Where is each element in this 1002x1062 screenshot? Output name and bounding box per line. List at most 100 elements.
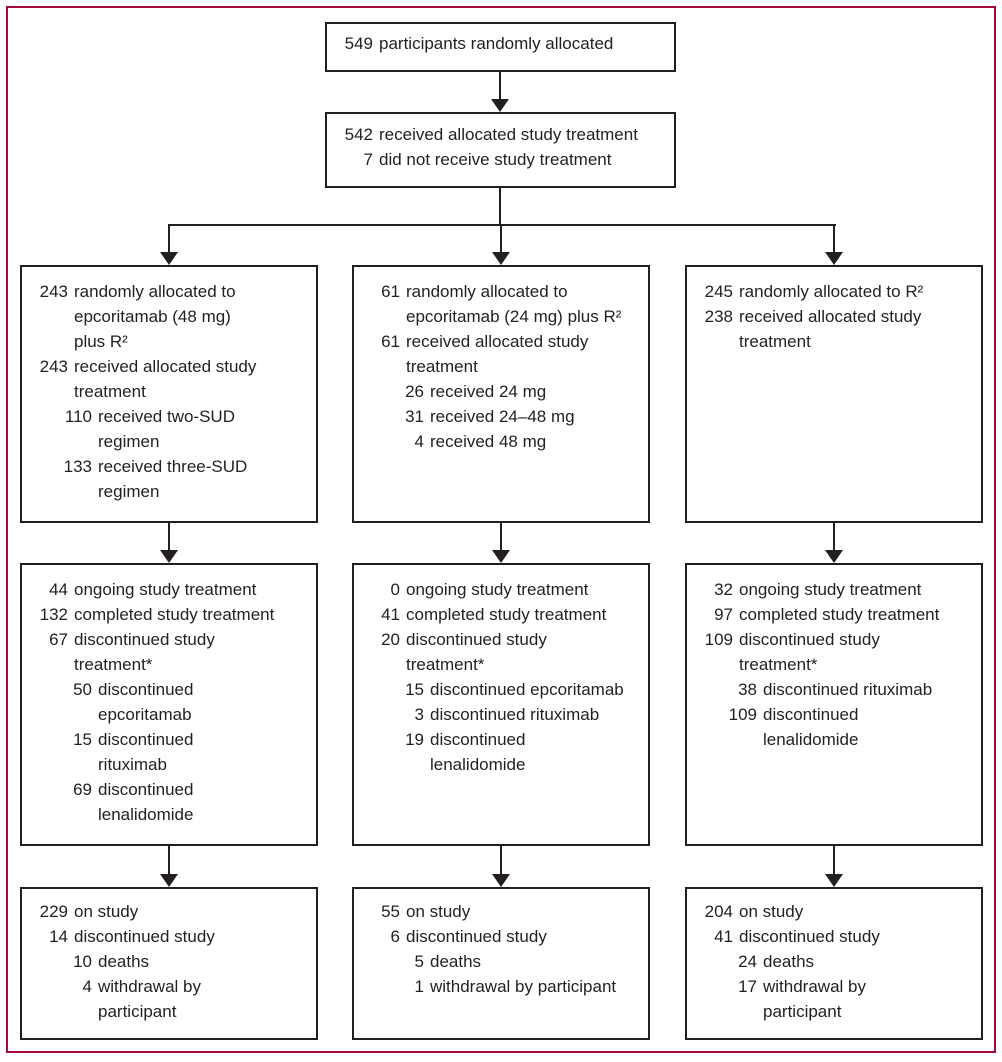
flow-line-text: on study xyxy=(406,902,471,921)
flow-line-text: epcoritamab xyxy=(98,705,192,724)
arrow-epcor48-to-study-status xyxy=(160,846,178,887)
flow-line-number: 6 xyxy=(390,927,400,946)
flow-line-text: deaths xyxy=(763,952,815,971)
flow-line-number: 5 xyxy=(414,952,424,971)
flow-line: 204 on study xyxy=(701,899,973,924)
connector-branch-stem xyxy=(499,188,501,226)
flow-line-text: received allocated study xyxy=(74,357,257,376)
flow-line: 61 randomly allocated to xyxy=(368,279,640,304)
flow-line-number: 50 xyxy=(73,680,92,699)
flow-line: lenalidomide xyxy=(701,727,973,752)
flow-line-number: 243 xyxy=(39,282,68,301)
flow-line-number: 41 xyxy=(381,605,400,624)
flow-line: lenalidomide xyxy=(36,802,308,827)
flow-line-text: received 48 mg xyxy=(430,432,547,451)
flow-line: epcoritamab (48 mg) xyxy=(36,304,308,329)
flow-line-number: 132 xyxy=(39,605,68,624)
flow-line-number: 4 xyxy=(82,977,92,996)
flow-line-number: 109 xyxy=(728,705,757,724)
arrow-epcor24-to-study-status xyxy=(492,846,510,887)
flow-line-text: randomly allocated to R² xyxy=(739,282,924,301)
flow-line-number: 243 xyxy=(39,357,68,376)
flow-line-text: withdrawal by participant xyxy=(430,977,617,996)
flow-line-text: on study xyxy=(739,902,804,921)
flow-line-text: discontinued xyxy=(98,780,194,799)
flow-line-number: 19 xyxy=(405,730,424,749)
flow-line-number: 0 xyxy=(390,580,400,599)
flow-line-text: discontinued rituximab xyxy=(430,705,600,724)
flow-line-number: 26 xyxy=(405,382,424,401)
flow-line-number: 549 xyxy=(344,34,373,53)
flow-line-text: received two-SUD xyxy=(98,407,235,426)
arrow-epcor48-to-treatment-status xyxy=(160,523,178,563)
flow-line-number: 1 xyxy=(414,977,424,996)
arrow-r2-to-study-status xyxy=(825,846,843,887)
flow-line-text: treatment* xyxy=(406,655,485,674)
flow-line-text: rituximab xyxy=(98,755,167,774)
flow-line-number: 69 xyxy=(73,780,92,799)
flow-line-text: ongoing study treatment xyxy=(74,580,257,599)
flow-line: participant xyxy=(701,999,973,1024)
flow-line-number: 61 xyxy=(381,282,400,301)
flow-line: 69 discontinued xyxy=(36,777,308,802)
flow-line: 55 on study xyxy=(368,899,640,924)
flow-line-number: 15 xyxy=(73,730,92,749)
flow-line-text: epcoritamab (24 mg) plus R² xyxy=(406,307,622,326)
flow-line-number: 97 xyxy=(714,605,733,624)
flow-line-number: 109 xyxy=(704,630,733,649)
flow-line-text: plus R² xyxy=(74,332,128,351)
flow-line-text: discontinued rituximab xyxy=(763,680,933,699)
flow-line-text: discontinued study xyxy=(739,927,880,946)
arrow-epcor24-to-treatment-status xyxy=(492,523,510,563)
flow-line-text: discontinued xyxy=(98,730,194,749)
arrow-r2-to-treatment-status xyxy=(825,523,843,563)
flow-line-text: discontinued study xyxy=(406,630,547,649)
flow-line: treatment* xyxy=(701,652,973,677)
flow-line: treatment* xyxy=(36,652,308,677)
flow-line: 109 discontinued study xyxy=(701,627,973,652)
flow-line-text: on study xyxy=(74,902,139,921)
flow-line-text: participant xyxy=(763,1002,842,1021)
flow-line-text: participant xyxy=(98,1002,177,1021)
flow-line-text: withdrawal by xyxy=(763,977,866,996)
flow-line-number: 14 xyxy=(49,927,68,946)
flow-line-text: received 24–48 mg xyxy=(430,407,575,426)
flow-line-number: 24 xyxy=(738,952,757,971)
figure-border xyxy=(6,6,996,1053)
flow-line: rituximab xyxy=(36,752,308,777)
flow-line-text: received allocated study xyxy=(406,332,589,351)
flow-line-text: discontinued study xyxy=(406,927,547,946)
flow-line-text: lenalidomide xyxy=(430,755,526,774)
flow-line: treatment* xyxy=(368,652,640,677)
flow-line-number: 32 xyxy=(714,580,733,599)
flow-line-number: 55 xyxy=(381,902,400,921)
flow-line-number: 204 xyxy=(704,902,733,921)
flow-line: participant xyxy=(36,999,308,1024)
flow-line-text: epcoritamab (48 mg) xyxy=(74,307,231,326)
flow-line-text: randomly allocated to xyxy=(406,282,568,301)
flow-line-text: discontinued study xyxy=(739,630,880,649)
